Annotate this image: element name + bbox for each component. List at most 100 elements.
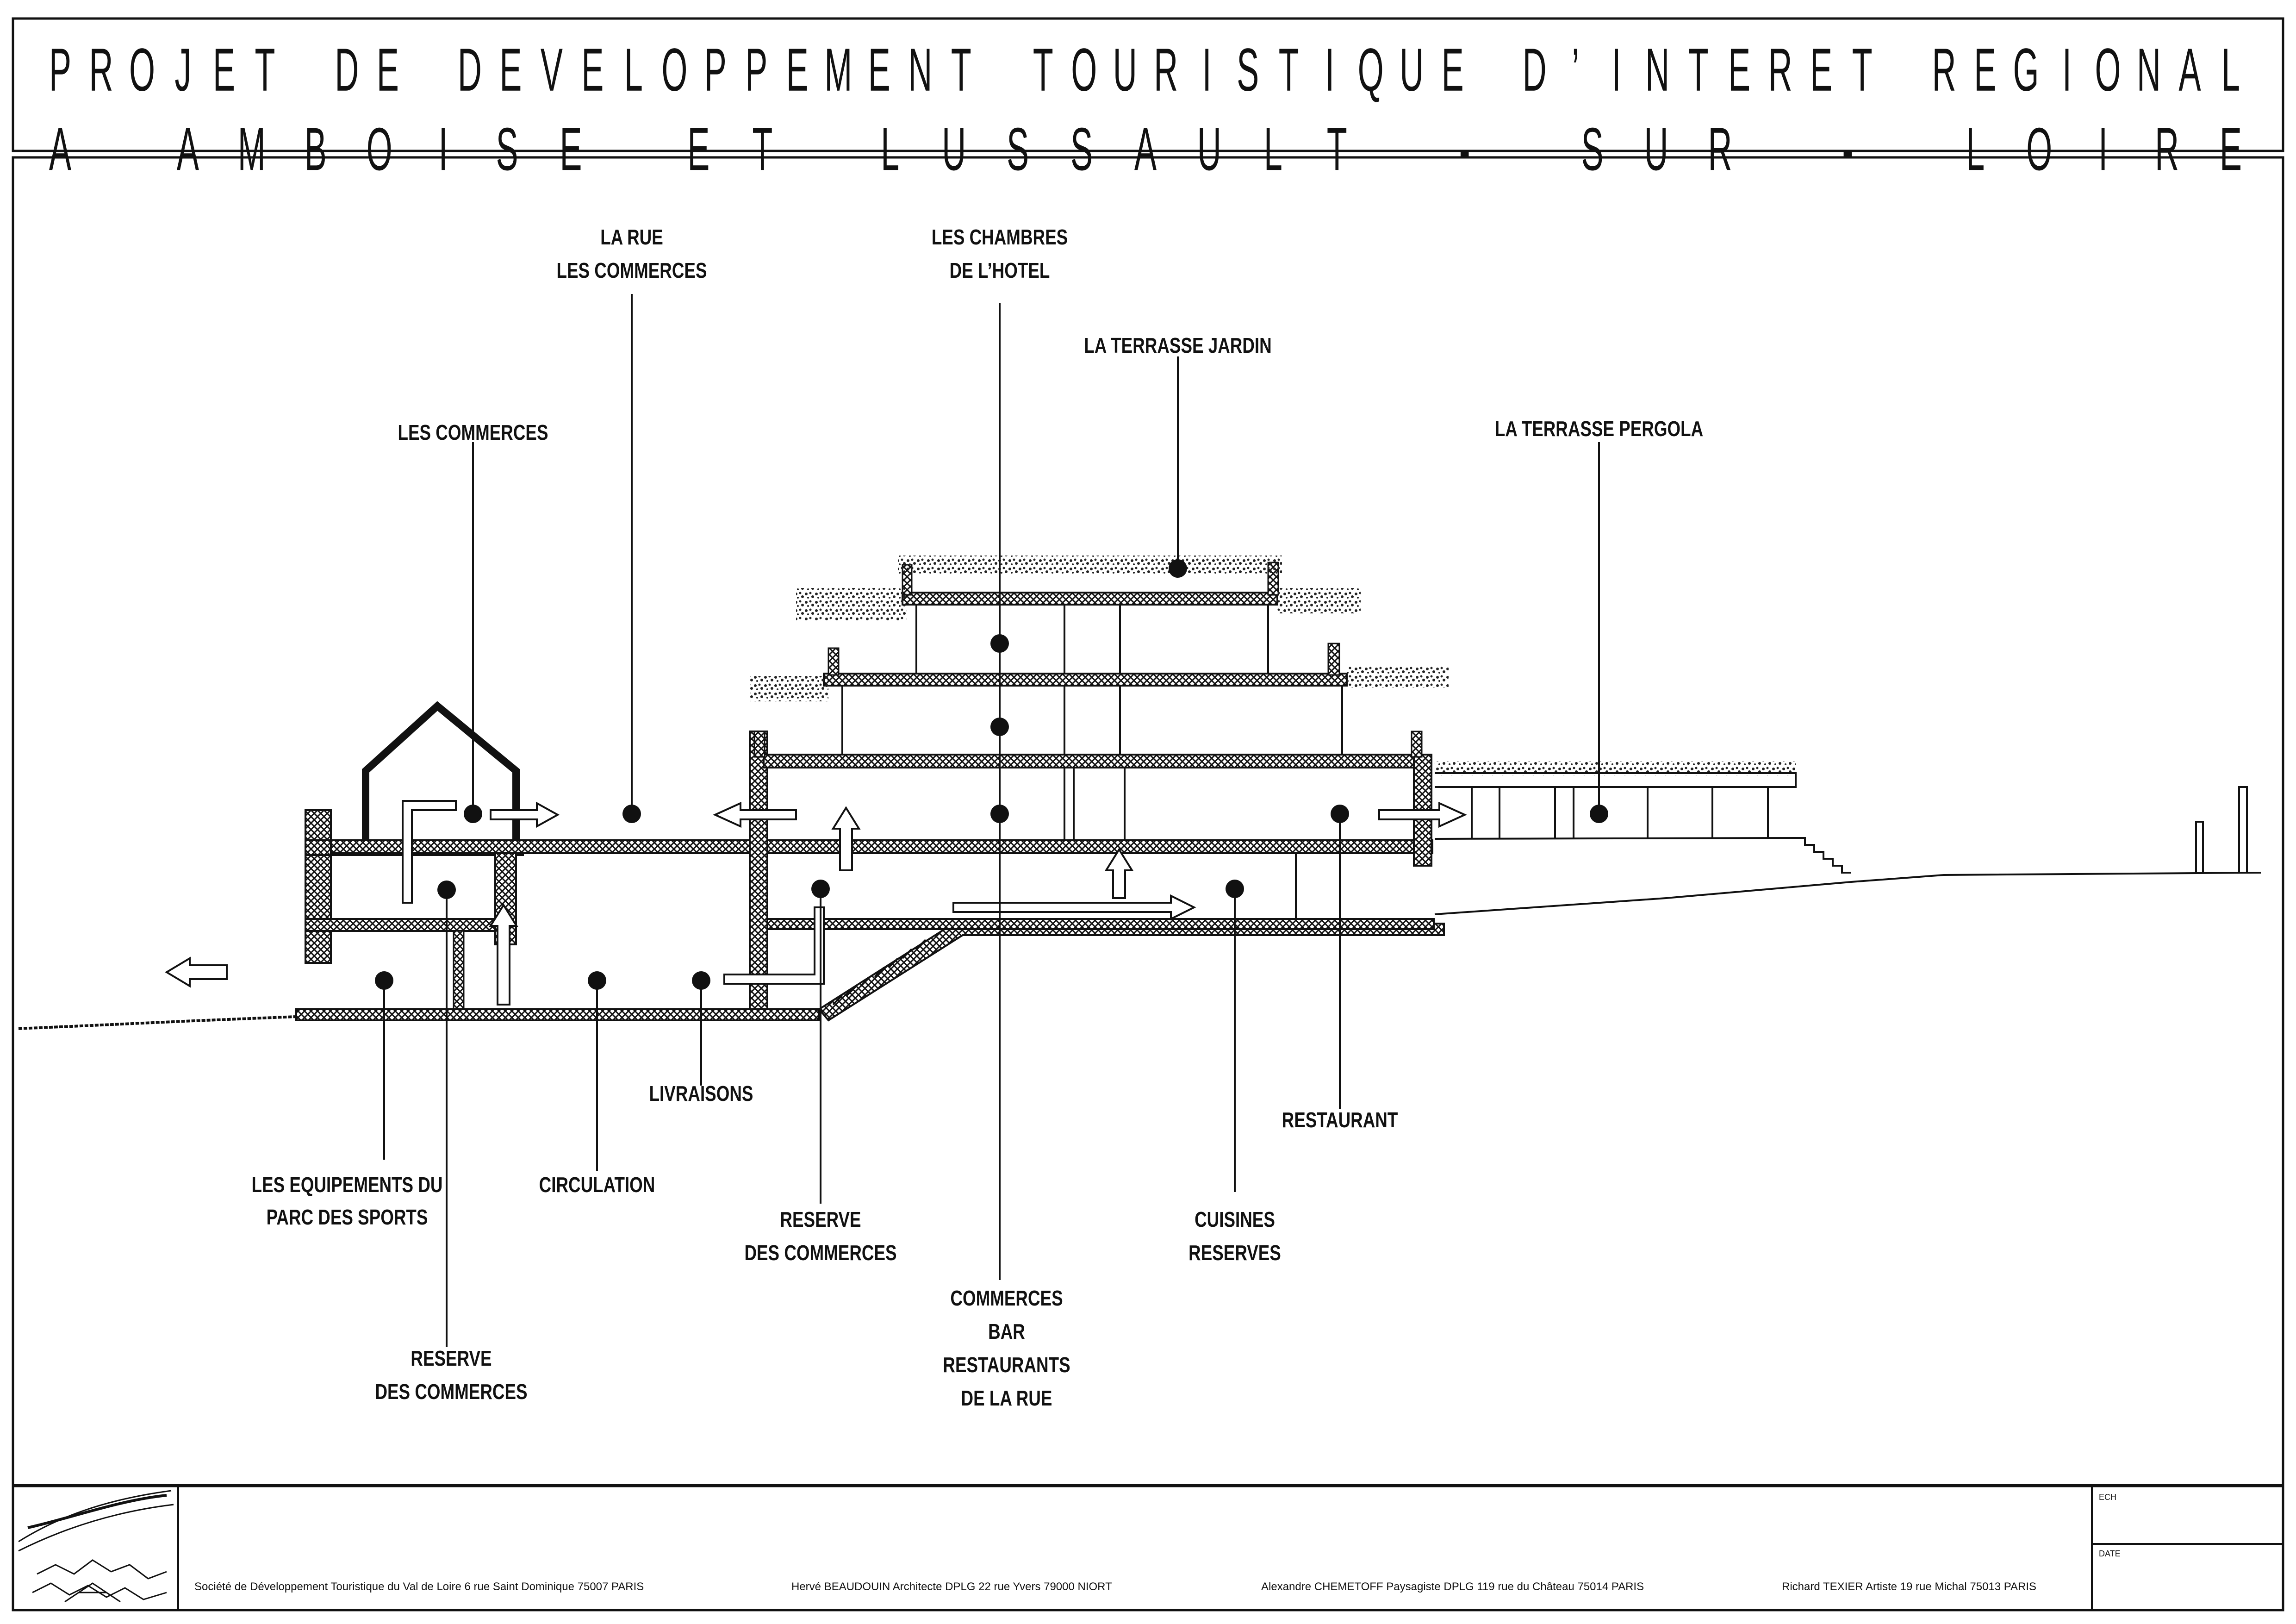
footer-credits: Société de Développement Touristique du … (194, 1580, 2036, 1593)
title-letter: A (177, 115, 199, 183)
arrow-restaurant-right (1378, 801, 1467, 828)
title-letter: N (1645, 36, 1669, 104)
hotel-basement-column (766, 853, 1297, 1009)
title-letter: E (1442, 36, 1464, 104)
dot-restaurant (1331, 805, 1349, 823)
dot-equipements (375, 971, 393, 990)
title-letter: I (1612, 36, 1621, 104)
arrow-stair-up-1 (831, 806, 861, 871)
dot-reserve-low (437, 881, 456, 899)
title-letter: D (458, 36, 482, 104)
title-letter: A (2178, 36, 2201, 104)
title-letter: O (2026, 115, 2052, 183)
title-letter: E (1728, 36, 1750, 104)
title-letter: T (752, 115, 772, 183)
arrow-delivery-up (489, 903, 518, 1006)
title-letter: A (1134, 115, 1157, 183)
site-thumbnail-sketch (18, 1490, 174, 1603)
title-letter: E (560, 115, 582, 183)
title-letter: M (824, 36, 852, 104)
title-letter: E (377, 36, 399, 104)
hotel-parapet-left-2 (828, 647, 840, 676)
title-letter: N (2137, 36, 2161, 104)
title-letter: E (1974, 36, 1996, 104)
title-letter: M (238, 115, 266, 183)
title-letter: Q (1358, 36, 1384, 104)
title-letter: P (49, 36, 71, 104)
left-inner-column (453, 930, 465, 1011)
credit-society: Société de Développement Touristique du … (194, 1580, 644, 1593)
title-letter: L (881, 115, 899, 183)
left-block-midslab (305, 918, 510, 932)
title-letter: I (1202, 36, 1212, 104)
title-letter: O (661, 36, 687, 104)
title-letter: S (1007, 115, 1029, 183)
footer-frame (12, 1485, 2284, 1612)
dot-rue (622, 805, 641, 823)
terrace-vegetation-mid-left (750, 676, 828, 701)
credit-architect: Hervé BEAUDOUIN Architecte DPLG 22 rue Y… (791, 1580, 1112, 1593)
title-letter: I (2062, 36, 2072, 104)
title-letter: R (1154, 36, 1178, 104)
terrace-vegetation-upper-right (1277, 588, 1361, 613)
title-letter: R (1768, 36, 1792, 104)
title-letter: E (2220, 115, 2242, 183)
dot-circulation (588, 971, 606, 990)
title-letter: P (704, 36, 727, 104)
label-commerces: LES COMMERCES (398, 420, 548, 444)
title-letter: U (1197, 115, 1221, 183)
arrow-path-right (952, 894, 1196, 921)
hotel-floor1-slab (763, 754, 1426, 768)
title-letter: A (49, 115, 71, 183)
dot-cuisines (1226, 880, 1244, 898)
hotel-left-wall (749, 731, 768, 1010)
arrow-left-exit (165, 956, 228, 988)
title-letter: T (255, 36, 275, 104)
title-letter: E (868, 36, 890, 104)
arrow-stair-up-2 (1104, 848, 1134, 899)
title-letter: R (1932, 36, 1956, 104)
house-gable-inner (371, 713, 510, 840)
title-letter: V (541, 36, 563, 104)
title-letter: O (2095, 36, 2121, 104)
title-letter: O (129, 36, 155, 104)
arrow-house-right (490, 801, 560, 828)
title-letter: E (786, 36, 809, 104)
label-dots (375, 559, 1608, 990)
title-letter: L (624, 36, 643, 104)
house-gable (362, 701, 520, 840)
title-letter: L (2221, 36, 2240, 104)
title-letter: U (1400, 36, 1424, 104)
title-letter: U (942, 115, 966, 183)
title-letter: D (1523, 36, 1547, 104)
hotel-floor2-slab (823, 673, 1348, 687)
title-frame (12, 17, 2284, 152)
street-slab (330, 839, 1433, 854)
title-letter: S (1070, 115, 1093, 183)
hotel-parapet-right-2 (1327, 643, 1340, 676)
dot-chambres-1 (990, 634, 1009, 653)
title-letter: R (89, 36, 113, 104)
title-letter: I (2098, 115, 2108, 183)
roof-garden-vegetation (898, 556, 1282, 574)
dot-commerces (464, 805, 482, 823)
leader-lines (383, 294, 1600, 1347)
title-letter: ’ (1572, 36, 1579, 104)
label-terrasse-jardin: LA TERRASSE JARDIN (1084, 333, 1271, 357)
title-letter: G (2013, 36, 2039, 104)
title-letter: I (439, 115, 448, 183)
landscape-steps (1796, 837, 1851, 874)
title-letter: U (1113, 36, 1137, 104)
terrace-vegetation-mid-right (1347, 667, 1449, 687)
label-livraisons: LIVRAISONS (649, 1081, 753, 1106)
title-letter: T (1852, 36, 1873, 104)
terrace-ground (1434, 837, 1796, 840)
